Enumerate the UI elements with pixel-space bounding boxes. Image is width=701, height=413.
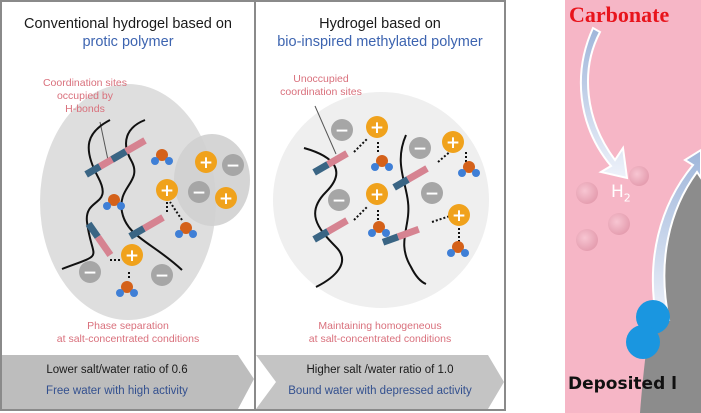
salt-rich-domain (174, 134, 250, 226)
water-molecule (116, 281, 138, 297)
panel-title-sub: bio-inspired methylated polymer (277, 34, 483, 50)
cation: + (215, 187, 237, 209)
cation: + (195, 151, 217, 173)
water-molecule (368, 221, 390, 237)
side-group (312, 150, 349, 176)
anion: − (421, 182, 443, 204)
anion: − (222, 154, 244, 176)
side-group (85, 221, 114, 257)
water-molecule (103, 194, 125, 210)
side-group (312, 217, 349, 243)
coordination-arrow (431, 215, 451, 223)
methylated-hydrogel-panel: Hydrogel based on bio-inspired methylate… (254, 0, 506, 411)
water-activity-text: Free water with high activity (46, 385, 188, 397)
carbonate-label: Carbonate (569, 2, 670, 27)
water-molecule (151, 149, 173, 165)
cation-symbol: + (199, 153, 213, 173)
anion: − (328, 189, 350, 211)
anion-symbol: − (83, 263, 97, 283)
electrode-panel: Carbonate H2 Deposited l (565, 0, 701, 413)
anion: − (331, 119, 353, 141)
conventional-hydrogel-panel: Conventional hydrogel based on protic po… (0, 0, 256, 411)
side-group (128, 214, 165, 240)
anion: − (79, 261, 101, 283)
cation: + (448, 204, 470, 226)
panel-title-main: Conventional hydrogel based on (24, 16, 232, 32)
anion-symbol: − (332, 191, 346, 211)
cation: + (366, 183, 388, 205)
cation: + (121, 244, 143, 266)
water-molecule (175, 222, 197, 238)
cation-symbol: + (125, 246, 139, 266)
panel-title-sub: protic polymer (82, 34, 174, 50)
h2-bubble (576, 182, 598, 204)
annotation-occupied-sites: Coordination sites occupied by H-bonds (42, 77, 128, 115)
anion-symbol: − (226, 156, 240, 176)
result-banner (2, 355, 254, 409)
panel-title: Conventional hydrogel based on protic po… (2, 15, 254, 51)
annotation-phase-separation: Phase separation at salt-concentrated co… (56, 320, 200, 345)
side-group (392, 165, 429, 191)
side-group (110, 137, 147, 163)
anion-symbol: − (155, 266, 169, 286)
cation-symbol: + (219, 189, 233, 209)
h2-bubble (608, 213, 630, 235)
methylated-hydrogel-diagram: + + + + − − − − (256, 92, 504, 409)
cation-symbol: + (370, 118, 384, 138)
conventional-hydrogel-diagram: + + + + − − − − (2, 84, 254, 409)
annotation-unoccupied-sites: Unoccupied coordination sites (280, 73, 362, 98)
coordination-arrow (437, 149, 453, 163)
cation-symbol: + (160, 181, 174, 201)
annotation-homogeneous: Maintaining homogeneous at salt-concentr… (308, 320, 452, 345)
banner-text: Higher salt /water ratio of 1.0 Bound wa… (256, 360, 504, 402)
polymer-chain (61, 119, 111, 270)
panel-title: Hydrogel based on bio-inspired methylate… (256, 15, 504, 51)
coordination-arrow (353, 137, 369, 153)
h2-bubble (629, 166, 649, 186)
cation-symbol: + (446, 133, 460, 153)
side-group (381, 225, 420, 246)
anion-symbol: − (425, 184, 439, 204)
annotation-pointer (99, 121, 109, 161)
coordination-arrow (353, 205, 369, 221)
deposited-label: Deposited l (568, 374, 678, 394)
anion: − (409, 137, 431, 159)
annotation-pointer (314, 105, 337, 155)
anion: − (188, 181, 210, 203)
cation-symbol: + (452, 206, 466, 226)
reduction-arrow (579, 26, 629, 180)
cation: + (366, 116, 388, 138)
cation: + (156, 179, 178, 201)
deposit-particle (626, 325, 660, 359)
polymer-chain (303, 147, 343, 288)
result-banner (256, 355, 504, 409)
cation: + (442, 131, 464, 153)
water-molecule (371, 155, 393, 171)
water-activity-text: Bound water with depressed activity (288, 385, 472, 397)
h2-bubble (576, 229, 598, 251)
salt-ratio-text: Lower salt/water ratio of 0.6 (46, 364, 188, 376)
cation-symbol: + (370, 185, 384, 205)
banner-text: Lower salt/water ratio of 0.6 Free water… (2, 360, 232, 402)
anion-symbol: − (335, 121, 349, 141)
panel-title-main: Hydrogel based on (319, 16, 441, 32)
salt-ratio-text: Higher salt /water ratio of 1.0 (306, 364, 454, 376)
polymer-chain (120, 119, 183, 271)
water-molecule (458, 161, 480, 177)
water-molecule (447, 241, 469, 257)
anion-symbol: − (192, 183, 206, 203)
anion: − (151, 264, 173, 286)
anion-symbol: − (413, 139, 427, 159)
electrode-diagram (576, 26, 701, 413)
h2-label: H2 (611, 182, 631, 205)
